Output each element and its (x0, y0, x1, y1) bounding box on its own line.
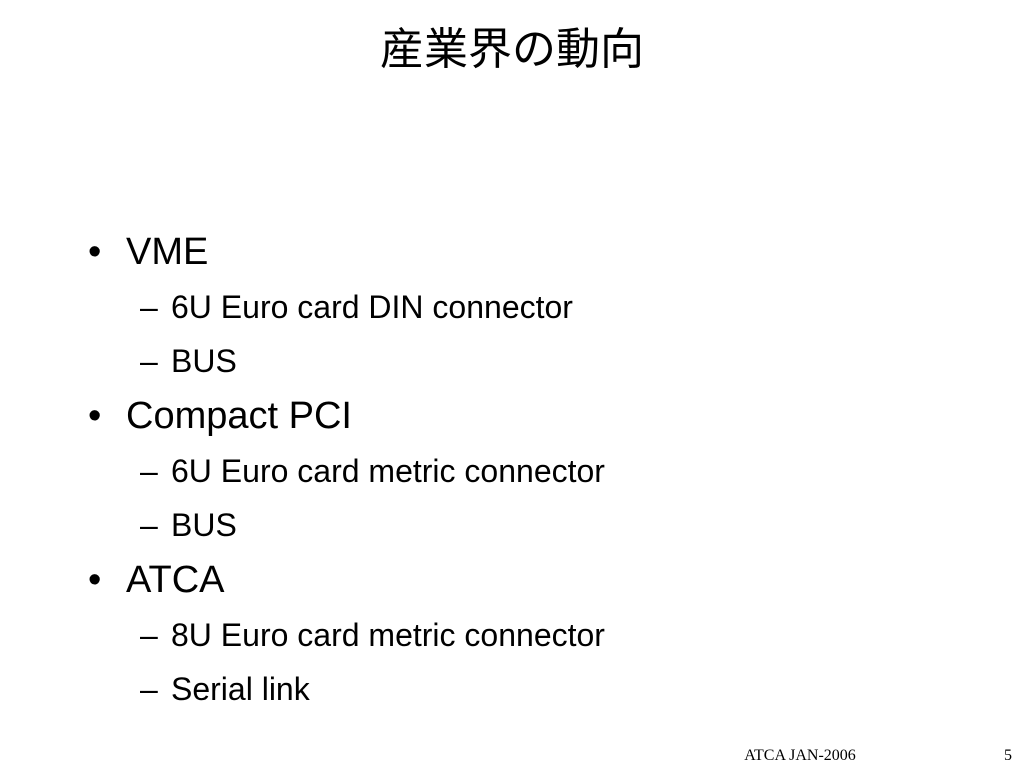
bullet-list: • VME – 6U Euro card DIN connector – BUS… (88, 224, 988, 716)
sub-bullet-item: – 6U Euro card DIN connector (88, 280, 988, 334)
sub-bullet-item: – 6U Euro card metric connector (88, 444, 988, 498)
sub-bullet-item: – BUS (88, 334, 988, 388)
page-number: 5 (1004, 747, 1012, 764)
bullet-item-label: Compact PCI (126, 395, 352, 437)
slide-title: 産業界の動向 (380, 24, 644, 75)
sub-bullet-item: – BUS (88, 498, 988, 552)
bullet-item-label: ATCA (126, 559, 225, 601)
bullet-section-vme: • VME – 6U Euro card DIN connector – BUS (88, 224, 988, 388)
sub-bullet-label: Serial link (171, 671, 310, 707)
sub-bullet-label: BUS (171, 343, 237, 379)
bullet-section-compact-pci: • Compact PCI – 6U Euro card metric conn… (88, 388, 988, 552)
bullet-item: • Compact PCI (88, 388, 988, 444)
sub-bullet-label: 6U Euro card metric connector (171, 453, 605, 489)
sub-bullet-label: BUS (171, 507, 237, 543)
sub-bullet-label: 6U Euro card DIN connector (171, 289, 573, 325)
dash-icon: – (140, 453, 158, 489)
dash-icon: – (140, 617, 158, 653)
bullet-icon: • (88, 395, 102, 437)
bullet-item: • VME (88, 224, 988, 280)
sub-bullet-label: 8U Euro card metric connector (171, 617, 605, 653)
dash-icon: – (140, 507, 158, 543)
bullet-item-label: VME (126, 231, 209, 273)
bullet-icon: • (88, 231, 102, 273)
bullet-item: • ATCA (88, 552, 988, 608)
dash-icon: – (140, 671, 158, 707)
bullet-section-atca: • ATCA – 8U Euro card metric connector –… (88, 552, 988, 716)
sub-bullet-item: – 8U Euro card metric connector (88, 608, 988, 662)
dash-icon: – (140, 343, 158, 379)
sub-bullet-item: – Serial link (88, 662, 988, 716)
dash-icon: – (140, 289, 158, 325)
footer-text: ATCA JAN-2006 (744, 747, 856, 764)
bullet-icon: • (88, 559, 102, 601)
